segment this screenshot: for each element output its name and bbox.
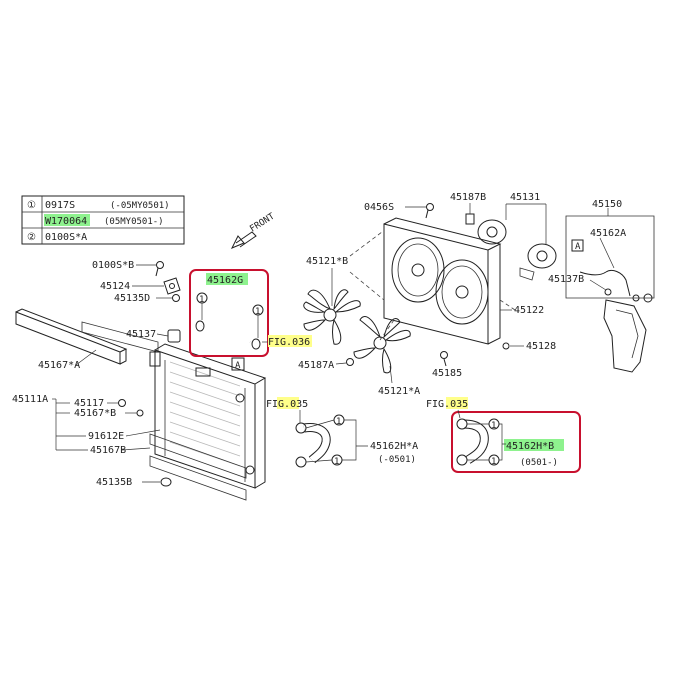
legend-range-1: (-05MY0501) <box>110 201 170 211</box>
legend-code-0100s-a: 0100S*A <box>45 232 87 243</box>
fan-45121-a <box>353 316 411 374</box>
highlight-fig035-right <box>446 397 468 409</box>
radiator <box>149 343 267 489</box>
bolt-0456s <box>425 203 434 219</box>
label-45121-a: 45121*A <box>378 386 420 397</box>
legend-code-w170064: W170064 <box>45 216 87 227</box>
nut-45187a <box>346 358 354 366</box>
num-c3: 1 <box>336 417 341 427</box>
hose-45162h-a <box>295 422 331 468</box>
label-45185: 45185 <box>432 368 462 379</box>
label-45117: 45117 <box>74 398 104 409</box>
cap-45137 <box>167 329 181 343</box>
label-45187b: 45187B <box>450 192 486 203</box>
label-45167-a: 45167*A <box>38 360 80 371</box>
grommet-45117 <box>118 399 126 407</box>
num-c1: 1 <box>199 295 204 305</box>
label-0100s-b: 0100S*B <box>92 260 134 271</box>
lower-bar <box>149 433 247 501</box>
callout-45162g: 45162G 1 1 <box>189 269 269 357</box>
highlight-w170064 <box>44 214 90 226</box>
label-45135b: 45135B <box>96 477 132 488</box>
label-45128: 45128 <box>526 341 556 352</box>
label-45162g: 45162G <box>207 275 243 286</box>
left-leaders <box>52 264 172 483</box>
bolt-45128 <box>502 342 510 350</box>
highlight-45162h-b <box>504 439 564 451</box>
label-box-a-right: A <box>575 242 581 252</box>
label-45167-b-star: 45167*B <box>74 408 116 419</box>
label-45167b: 45167B <box>90 445 126 456</box>
label-45137b: 45137B <box>548 274 584 285</box>
legend-table: ① 0917S (-05MY0501) W170064 (05MY0501-) … <box>21 195 185 245</box>
label-45137: 45137 <box>126 329 156 340</box>
fan-shroud-45122 <box>383 217 502 345</box>
label-0456s: 0456S <box>364 202 394 213</box>
label-45187a: 45187A <box>298 360 334 371</box>
label-45150: 45150 <box>592 199 622 210</box>
label-range-45162h-b: (0501-) <box>520 458 558 468</box>
label-45121-b: 45121*B <box>306 256 348 267</box>
label-fig036: FIG.036 <box>268 337 310 348</box>
label-45111a: 45111A <box>12 394 48 405</box>
legend-num-2: ② <box>27 232 36 243</box>
legend-num-1: ① <box>27 200 36 211</box>
legend-range-2: (05MY0501-) <box>104 217 164 227</box>
label-45162a: 45162A <box>590 228 626 239</box>
label-45162h-b: 45162H*B <box>506 441 554 452</box>
highlight-fig036 <box>268 335 312 347</box>
front-arrow: FRONT <box>230 211 277 249</box>
highlight-45162g <box>206 273 248 285</box>
legend-code-0917s: 0917S <box>45 200 75 211</box>
bolt-0100s-b <box>155 261 164 277</box>
label-45124: 45124 <box>100 281 130 292</box>
label-range-45162h-a: (-0501) <box>378 455 416 465</box>
cushion-45167-b <box>136 409 144 417</box>
label-91612e: 91612E <box>88 431 124 442</box>
bolt-45185 <box>440 351 448 367</box>
upper-mount-bar <box>15 308 128 365</box>
label-45135d: 45135D <box>114 293 150 304</box>
nut-45135d <box>172 294 180 302</box>
label-fig035-right: FIG.035 <box>426 399 468 410</box>
front-label: FRONT <box>248 211 277 234</box>
num-c4: 1 <box>334 457 339 467</box>
num-c5: 1 <box>491 421 496 431</box>
callout-45162h-b: 45162H*B (0501-) 1 1 <box>451 411 581 473</box>
cushion-45135b <box>160 477 172 487</box>
label-45131: 45131 <box>510 192 540 203</box>
box-a-left <box>231 357 245 371</box>
bracket-45187b <box>465 213 475 225</box>
num-c6: 1 <box>491 457 496 467</box>
fan-45121-b <box>303 289 361 345</box>
shroud-dashes <box>349 231 519 341</box>
bracket-45124 <box>163 277 181 295</box>
reservoir-45150 <box>565 215 655 373</box>
num-c2: 1 <box>255 307 260 317</box>
highlight-fig035-left <box>277 397 299 409</box>
motor-45131 <box>477 219 557 281</box>
box-a-right <box>571 239 584 252</box>
label-fig035-left: FIG.035 <box>266 399 308 410</box>
label-box-a-left: A <box>235 361 241 371</box>
label-45162h-a: 45162H*A <box>370 441 418 452</box>
label-45122: 45122 <box>514 305 544 316</box>
